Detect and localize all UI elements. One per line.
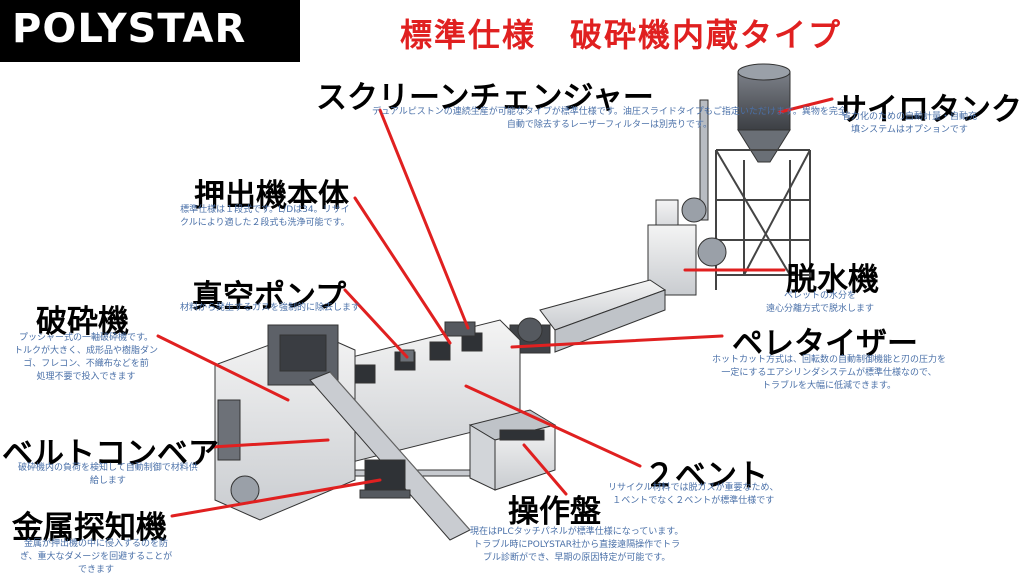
desc-silo-tank: 省力化のための自動計量・自動充 填システムはオプションです xyxy=(842,112,978,135)
crusher-drawing xyxy=(214,324,356,521)
brand-logo: POLYSTAR xyxy=(0,0,300,62)
pointer-extruder xyxy=(353,196,452,345)
pointer-silo-tank xyxy=(778,97,834,114)
label-dewatering: 脱水機 xyxy=(786,262,879,298)
pointer-pelletizer xyxy=(510,334,724,349)
pointer-control-panel xyxy=(522,443,568,496)
label-control-panel: 操作盤 xyxy=(508,494,601,530)
silo-tank-drawing xyxy=(699,63,811,290)
label-silo-tank: サイロタンク xyxy=(836,92,1022,128)
logo-text: POLYSTAR xyxy=(12,6,247,52)
label-metal-detector: 金属探知機 xyxy=(12,510,167,546)
label-belt-conveyor: ベルトコンベア xyxy=(2,436,219,472)
desc-vacuum-pump: 材料から発生するガスを強制的に除去します xyxy=(180,303,361,313)
label-two-vent: ２ベント xyxy=(644,458,768,494)
pelletizer-drawing xyxy=(509,279,667,354)
desc-crusher: プッシャー式の一軸破砕機です。 トルクが大きく、成形品や樹脂ダン ゴ、フレコン、… xyxy=(14,333,159,382)
desc-dewatering: ペレットの水分を 遠心分離方式で脱水します xyxy=(766,291,875,314)
pointer-metal-detector xyxy=(170,478,382,518)
desc-pelletizer: ホットカット方式は、回転数の自動制御機能と刃の圧力を 一定にするエアシリンダシス… xyxy=(712,355,947,391)
label-pelletizer: ペレタイザー xyxy=(732,326,918,362)
desc-screen-changer: デュアルピストンの連続生産が可能なタイプが標準仕様です。油圧スライドタイプもご指… xyxy=(372,107,847,130)
desc-extruder: 標準仕様は１段式です。L/Dは34。リサイ クルにより適した２段式も洗浄可能です… xyxy=(180,205,350,228)
label-crusher: 破砕機 xyxy=(36,304,129,340)
metal-detector-drawing xyxy=(359,459,411,499)
desc-two-vent: リサイクル材料では脱ガスが重要なため、 １ベントでなく２ベントが標準仕様です xyxy=(608,483,779,506)
pointer-two-vent xyxy=(464,384,642,468)
label-screen-changer: スクリーンチェンジャー xyxy=(316,80,654,116)
desc-control-panel: 現在はPLCタッチパネルが標準仕様になっています。 トラブル時にPOLYSTAR… xyxy=(470,527,684,563)
dewatering-drawing xyxy=(647,197,727,296)
pointer-vacuum-pump xyxy=(343,288,409,359)
label-vacuum-pump: 真空ポンプ xyxy=(192,279,347,315)
page-title: 標準仕様 破砕機内蔵タイプ xyxy=(400,16,843,54)
desc-belt-conveyor: 破砕機内の負荷を検知して自動制御で材料供 給します xyxy=(18,463,198,486)
pointer-crusher xyxy=(156,334,290,402)
pointer-belt-conveyor xyxy=(210,438,330,449)
desc-metal-detector: 金属が押出機の中に侵入するのを防 ぎ、重大なダメージを回避することが できます xyxy=(20,539,173,575)
label-extruder: 押出機本体 xyxy=(194,178,349,214)
pointer-screen-changer xyxy=(378,108,470,330)
